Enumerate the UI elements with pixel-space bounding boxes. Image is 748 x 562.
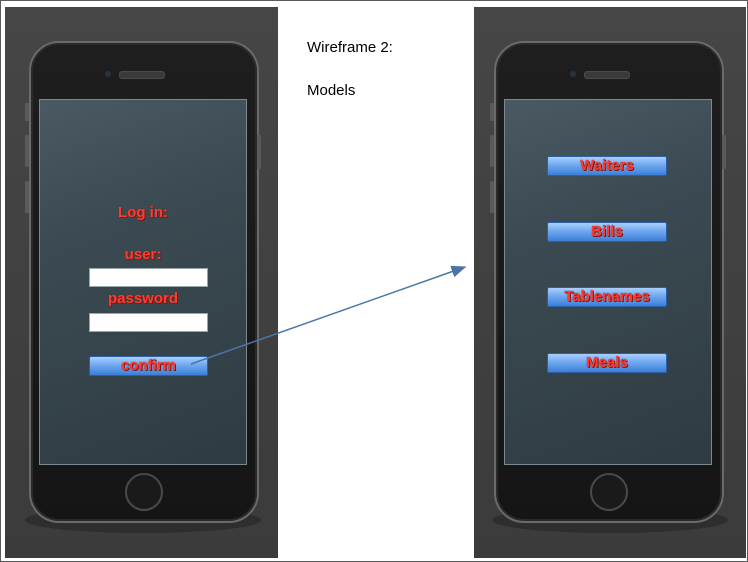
- phone-models: Waiters Bills Tablenames Meals: [490, 41, 726, 523]
- wireframe-subtitle: Models: [307, 82, 356, 99]
- camera-icon: [105, 71, 111, 77]
- user-input[interactable]: [89, 268, 208, 287]
- phone-login: Log in: user: password confirm: [25, 41, 261, 523]
- login-heading: Log in:: [118, 204, 168, 221]
- waiters-button[interactable]: Waiters: [547, 156, 667, 176]
- wireframe-title: Wireframe 2:: [307, 39, 393, 56]
- phone-volume-up-button: [25, 135, 29, 167]
- phone-volume-down-button: [490, 181, 494, 213]
- home-button[interactable]: [125, 473, 163, 511]
- phone-power-button: [257, 135, 261, 169]
- user-label: user:: [124, 246, 162, 263]
- phone-side-button: [25, 103, 29, 121]
- models-screen: Waiters Bills Tablenames Meals: [504, 99, 712, 465]
- login-screen: Log in: user: password confirm: [39, 99, 247, 465]
- speaker-grille: [119, 71, 165, 79]
- phone-side-button: [490, 103, 494, 121]
- confirm-button[interactable]: confirm: [89, 356, 208, 376]
- password-input[interactable]: [89, 313, 208, 332]
- bills-button[interactable]: Bills: [547, 222, 667, 242]
- phone-volume-up-button: [490, 135, 494, 167]
- left-panel: Log in: user: password confirm: [5, 7, 278, 558]
- meals-button[interactable]: Meals: [547, 353, 667, 373]
- home-button[interactable]: [590, 473, 628, 511]
- speaker-grille: [584, 71, 630, 79]
- right-panel: Waiters Bills Tablenames Meals: [474, 7, 746, 558]
- phone-power-button: [722, 135, 726, 169]
- tablenames-button[interactable]: Tablenames: [547, 287, 667, 307]
- phone-volume-down-button: [25, 181, 29, 213]
- camera-icon: [570, 71, 576, 77]
- password-label: password: [107, 290, 179, 307]
